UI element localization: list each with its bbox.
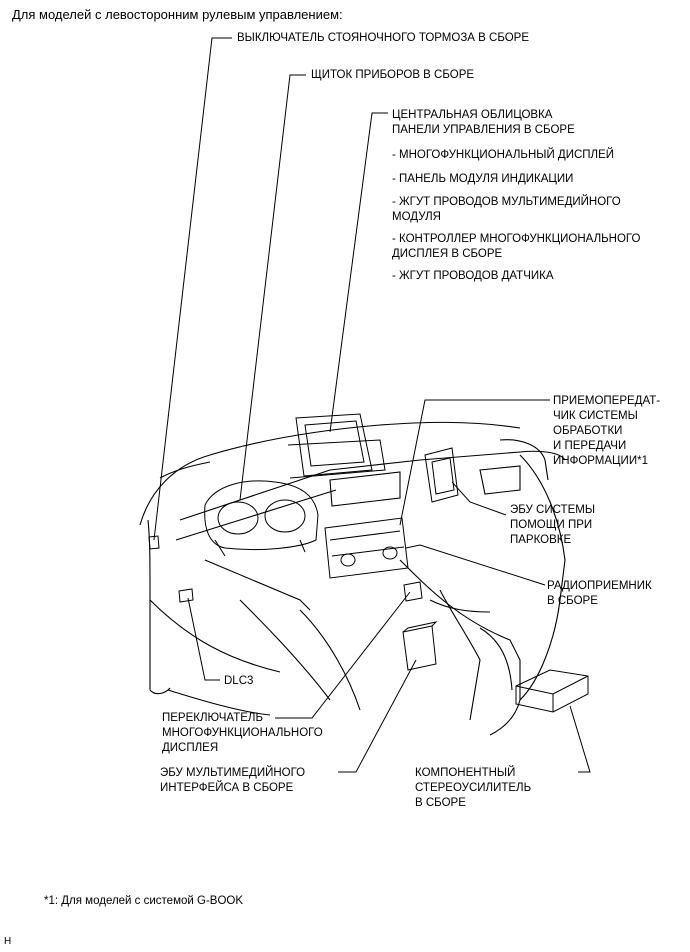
parking-brake-switch-drawing [148,535,160,550]
leader-parking-brake [153,37,232,541]
page-header: Для моделей с левосторонним рулевым упра… [12,7,343,22]
figure-code: H [4,936,12,947]
leader-combination-meter [239,74,306,501]
label-combination-meter: ЩИТОК ПРИБОРОВ В СБОРЕ [311,69,475,81]
dashboard-drawing [139,421,566,736]
leader-stereo-amp [569,705,591,773]
combination-meter-drawing [204,480,319,557]
multimedia-ecu-drawing [402,621,438,671]
leader-center-cluster [329,112,388,433]
sub-item-indicator-panel: - ПАНЕЛЬ МОДУЛЯ ИНДИКАЦИИ [392,173,574,185]
stereo-amplifier-drawing [515,669,589,713]
label-multi-switch: ПЕРЕКЛЮЧАТЕЛЬ МНОГОФУНКЦИОНАЛЬНОГО ДИСПЛ… [162,712,323,754]
parking-assist-ecu-drawing [424,447,459,503]
radio-drawing [324,517,409,579]
footnote: *1: Для моделей с системой G-BOOK [44,895,244,907]
leader-multi-switch [275,591,411,719]
label-dlc3: DLC3 [224,675,254,687]
sub-item-display-controller: - КОНТРОЛЛЕР МНОГОФУНКЦИОНАЛЬНОГО ДИСПЛЕ… [392,233,641,260]
label-stereo-amplifier: КОМПОНЕНТНЫЙ СТЕРЕОУСИЛИТЕЛЬ В СБОРЕ [415,767,532,809]
multi-display-drawing [287,413,386,479]
sub-item-multi-display: - МНОГОФУНКЦИОНАЛЬНЫЙ ДИСПЛЕЙ [392,149,615,161]
label-transceiver: ПРИЕМОПЕРЕДАТ- ЧИК СИСТЕМЫ ОБРАБОТКИ И П… [553,395,661,467]
leader-dlc3 [187,597,220,681]
leader-multimedia-ecu [338,659,417,773]
sub-item-sensor-harness: - ЖГУТ ПРОВОДОВ ДАТЧИКА [392,270,554,282]
label-parking-brake: ВЫКЛЮЧАТЕЛЬ СТОЯНОЧНОГО ТОРМОЗА В СБОРЕ [237,32,530,44]
label-radio: РАДИОПРИЕМНИК В СБОРЕ [547,580,652,607]
dlc3-drawing [178,588,194,603]
leader-parking-assist [451,481,507,516]
leader-lines [153,37,591,773]
leader-transceiver [399,399,550,526]
multi-switch-drawing [403,581,423,602]
label-parking-assist-ecu: ЭБУ СИСТЕМЫ ПОМОЩИ ПРИ ПАРКОВКЕ [510,504,595,546]
label-center-cluster: ЦЕНТРАЛЬНАЯ ОБЛИЦОВКА ПАНЕЛИ УПРАВЛЕНИЯ … [392,109,575,136]
label-multimedia-ecu: ЭБУ МУЛЬТИМЕДИЙНОГО ИНТЕРФЕЙСА В СБОРЕ [160,767,306,794]
leader-radio [405,544,546,586]
sub-item-multimedia-harness: - ЖГУТ ПРОВОДОВ МУЛЬТИМЕДИЙНОГО МОДУЛЯ [392,196,621,223]
